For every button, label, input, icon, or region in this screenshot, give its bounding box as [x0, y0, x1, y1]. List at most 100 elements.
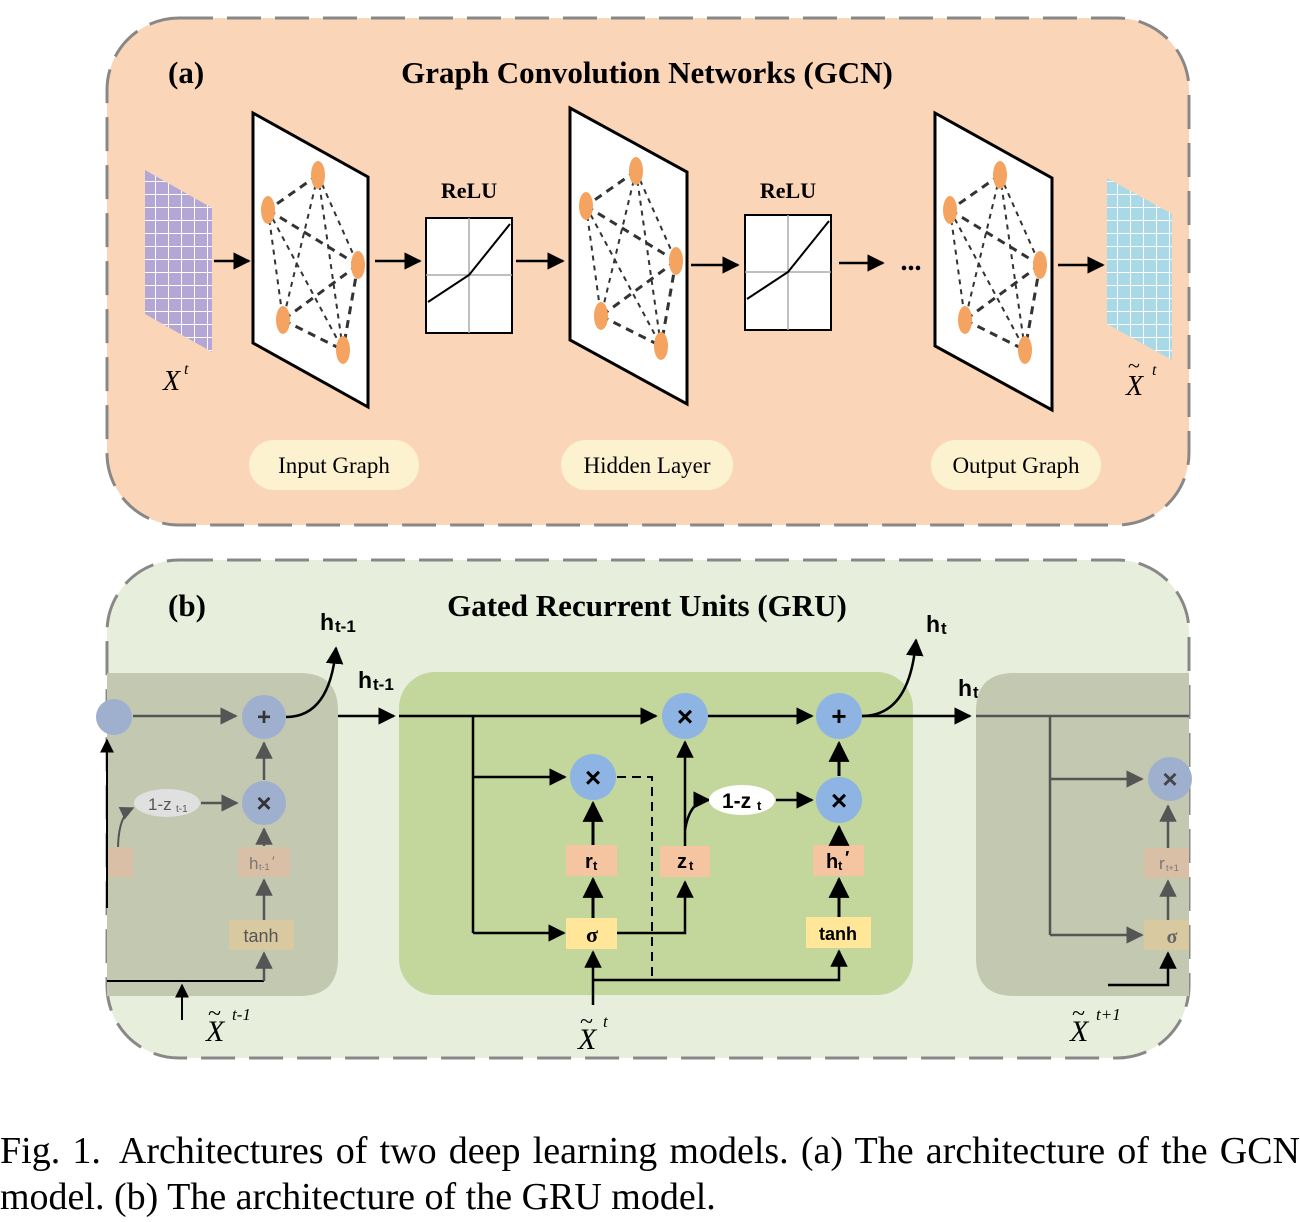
add-symbol: + — [831, 701, 846, 731]
prev-h-cand-box — [238, 847, 290, 877]
next-reset-mult-symbol: × — [1162, 764, 1177, 794]
prev-op-node-partial — [96, 699, 132, 735]
prev-arrow-z-to-omz — [117, 806, 135, 851]
input-next-label: X — [1069, 1015, 1090, 1048]
prev-h-in-sub: t-1 — [373, 675, 394, 694]
input-feature-label: X — [162, 366, 181, 397]
cand-mult-node — [816, 777, 862, 823]
prev-mult-node — [242, 781, 286, 825]
arrow-prev-h-out — [285, 646, 344, 719]
prev-tanh-label: tanh — [243, 926, 278, 946]
one-minus-z-label: 1-z — [722, 790, 751, 813]
prev-h-out-sub: t-1 — [335, 617, 356, 636]
panel-b-gru: (b) Gated Recurrent Units (GRU) + × 1-z … — [96, 558, 1192, 1060]
one-minus-z-node — [709, 785, 775, 815]
reset-gate-label: r — [585, 851, 593, 873]
gru-cell-prev: + × 1-z t-1 h t-1 ′ tanh — [96, 673, 338, 996]
one-minus-z-sub: t — [757, 798, 762, 813]
input-cur-label: X — [577, 1023, 598, 1056]
h-out-sub: t — [941, 619, 947, 638]
reset-mult-node — [570, 754, 616, 800]
relu-label-2: ReLU — [760, 178, 816, 203]
output-feature-label: X — [1125, 371, 1144, 402]
panel-a-tag: (a) — [168, 55, 204, 90]
prev-z-gate-partial — [107, 847, 133, 877]
top-mult-node — [662, 693, 708, 739]
panel-a-gcn: (a) Graph Convolution Networks (GCN) X t… — [105, 16, 1191, 527]
next-reset-gate-box — [1144, 848, 1189, 878]
prev-h-cand-label: h — [249, 854, 258, 873]
prev-add-symbol: + — [257, 704, 271, 731]
h-next-in-label: h — [958, 675, 972, 701]
arrow-input-to-tanh — [593, 949, 848, 982]
gru-cell-next: × r t+1 σ — [976, 673, 1192, 996]
prev-h-cand-prime: ′ — [272, 853, 275, 869]
input-prev-sup: t-1 — [232, 1005, 251, 1024]
prev-one-minus-z-sub: t-1 — [176, 804, 188, 815]
cand-hidden-prime: ′ — [845, 848, 849, 868]
caption-text: Architectures of two deep learning model… — [0, 1130, 1300, 1218]
input-prev-tilde: ~ — [208, 1001, 221, 1027]
prev-add-node — [242, 695, 286, 739]
prev-one-minus-z-label: 1-z — [148, 795, 172, 814]
cand-hidden-sub: t — [838, 858, 843, 873]
next-arrow-input — [1108, 951, 1177, 987]
output-graph-pill — [931, 440, 1101, 490]
prev-one-minus-z-node — [134, 789, 200, 817]
arrow-z-to-one-minus-z — [683, 791, 711, 831]
prev-cell-background — [107, 673, 338, 996]
update-gate-box — [660, 846, 710, 877]
current-cell-background — [399, 672, 913, 995]
reset-mult-symbol: × — [585, 762, 601, 793]
next-reset-gate-sub: t+1 — [1166, 863, 1179, 873]
cand-mult-symbol: × — [831, 785, 847, 816]
sigma-label: σ — [586, 922, 598, 947]
output-feature-sup: t — [1152, 362, 1157, 379]
next-sigma-box — [1144, 920, 1189, 950]
dashed-reset-output — [617, 776, 653, 980]
input-graph-pill — [249, 440, 419, 490]
input-cur-tilde: ~ — [580, 1009, 593, 1035]
input-next-sup: t+1 — [1096, 1005, 1121, 1024]
output-feature-grid — [1107, 178, 1172, 360]
hidden-layer-pill — [561, 440, 733, 490]
prev-h-cand-sub: t-1 — [259, 862, 270, 872]
figure-caption: Fig. 1.Architectures of two deep learnin… — [0, 1128, 1300, 1220]
relu-plot-2 — [744, 214, 832, 331]
relu-label-1: ReLU — [441, 178, 497, 203]
input-feature-grid — [145, 170, 212, 352]
tanh-label: tanh — [819, 924, 857, 944]
prev-tanh-box — [229, 920, 294, 950]
h-next-in-sub: t — [973, 683, 979, 702]
next-reset-gate-label: r — [1159, 854, 1165, 873]
prev-h-in-label: h — [358, 667, 372, 693]
panel-a-title: Graph Convolution Networks (GCN) — [401, 55, 893, 90]
reset-gate-sub: t — [593, 858, 598, 873]
update-gate-sub: t — [689, 858, 694, 873]
top-mult-symbol: × — [677, 701, 693, 732]
panel-b-title: Gated Recurrent Units (GRU) — [447, 588, 847, 623]
panel-b-tag: (b) — [168, 588, 206, 623]
input-feature-sup: t — [184, 361, 189, 378]
next-reset-mult-node — [1148, 757, 1192, 801]
arrow-sigma-to-z — [617, 880, 694, 935]
output-feature-tilde: ~ — [1128, 353, 1140, 378]
prev-h-out-label: h — [320, 609, 334, 635]
input-prev-label: X — [205, 1015, 226, 1048]
h-out-label: h — [926, 611, 940, 637]
caption-lead: Fig. 1. — [0, 1130, 101, 1172]
next-sigma-label: σ — [1167, 926, 1178, 948]
cand-hidden-box — [813, 845, 864, 876]
relu-plot-1 — [425, 217, 513, 334]
hidden-layer-label: Hidden Layer — [583, 453, 710, 478]
input-next-tilde: ~ — [1072, 1001, 1085, 1027]
sigma-box — [566, 918, 617, 949]
cand-hidden-label: h — [826, 851, 838, 873]
add-node — [816, 693, 862, 739]
gru-cell-current: × r t σ z t × 1-z t — [399, 672, 913, 1005]
prev-mult-symbol: × — [256, 788, 271, 818]
ellipsis: ... — [901, 246, 922, 277]
input-cur-sup: t — [603, 1012, 609, 1031]
reset-gate-box — [566, 845, 617, 876]
